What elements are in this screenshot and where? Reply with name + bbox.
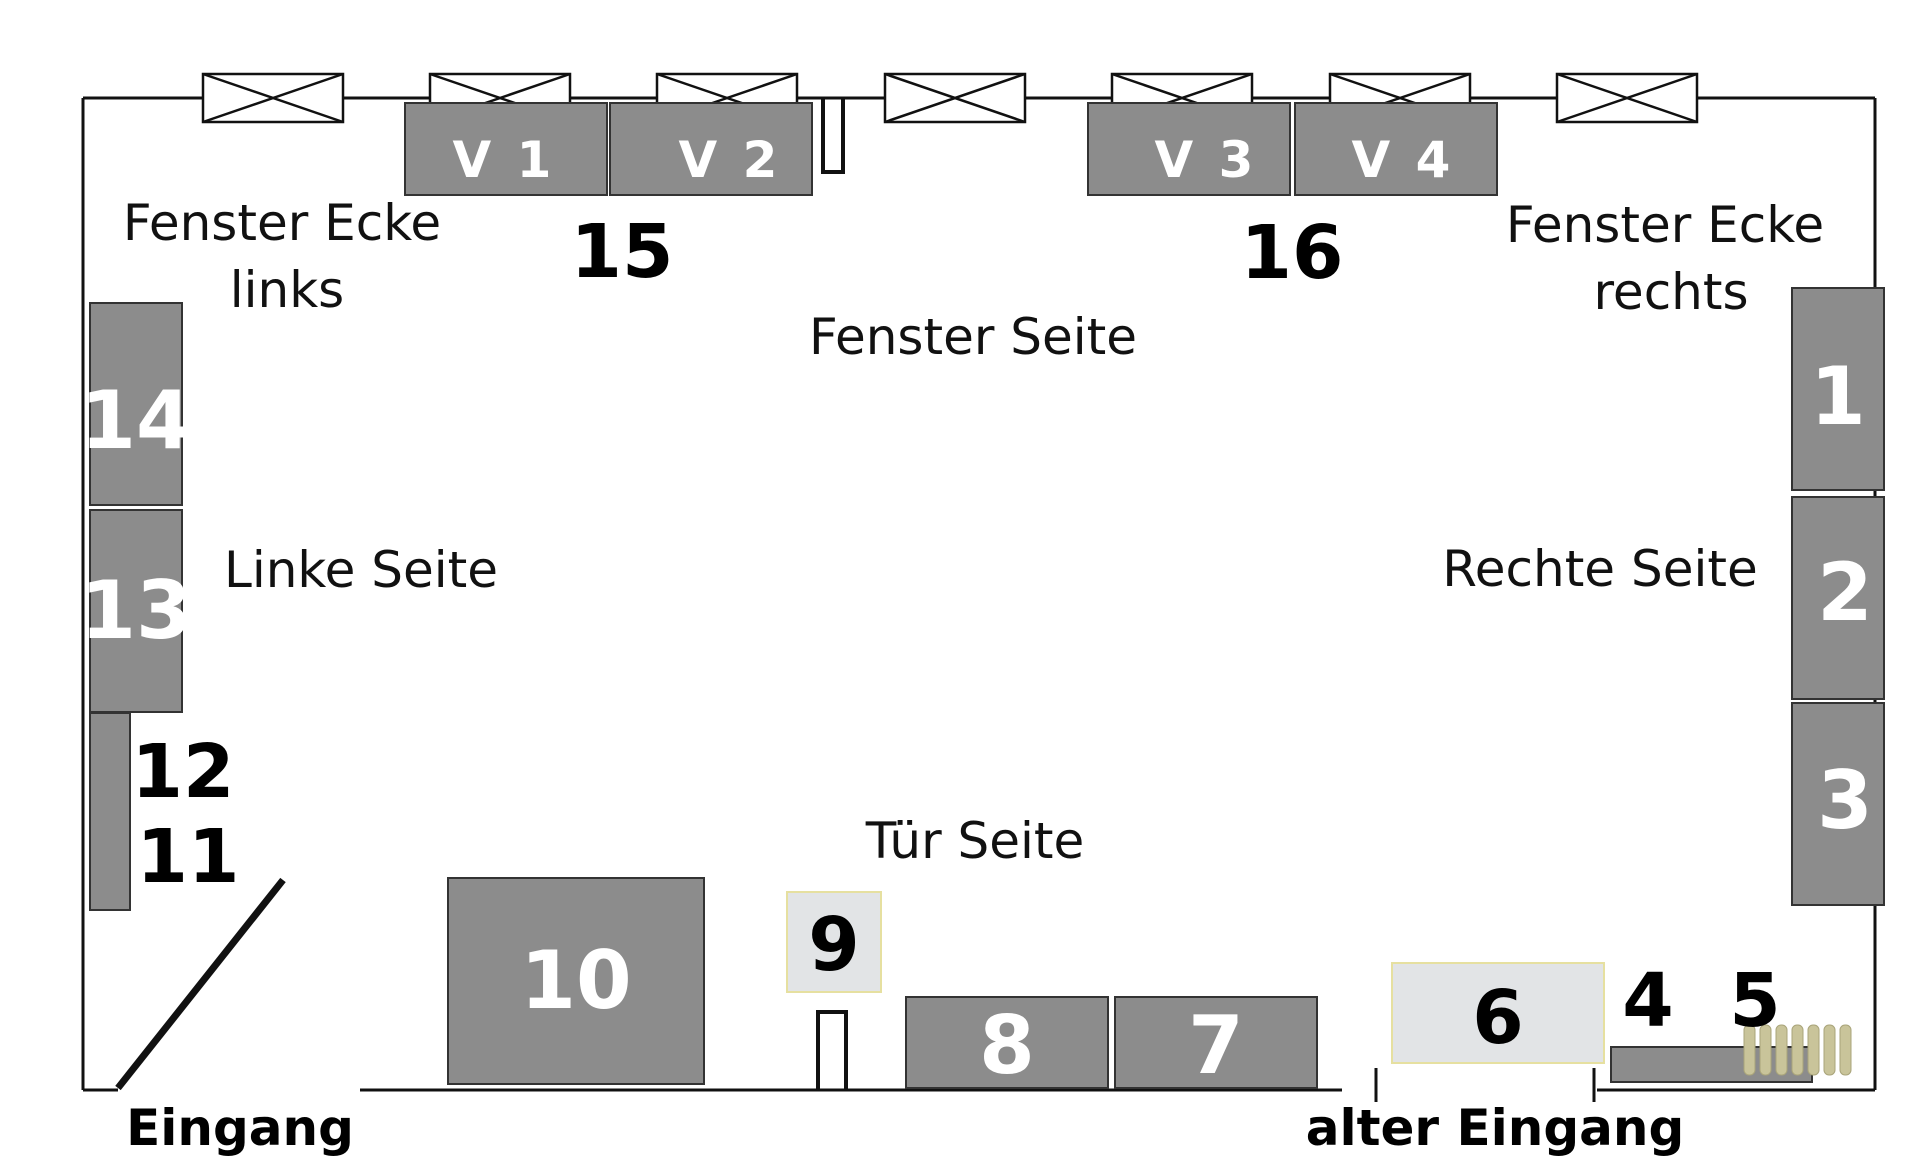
window-4 bbox=[883, 72, 1027, 124]
station-8[interactable] bbox=[905, 996, 1109, 1089]
station-v1[interactable] bbox=[404, 102, 608, 196]
station-11-12[interactable] bbox=[89, 712, 131, 911]
label-2: 2 bbox=[1817, 546, 1873, 639]
station-10[interactable] bbox=[447, 877, 705, 1085]
label-right-side: Rechte Seite bbox=[1442, 540, 1757, 598]
label-5: 5 bbox=[1729, 958, 1781, 1044]
label-left-side: Linke Seite bbox=[224, 541, 498, 599]
window-1 bbox=[201, 72, 345, 124]
station-1[interactable] bbox=[1791, 287, 1885, 491]
pillar-bottom bbox=[816, 1010, 848, 1090]
label-v3: V 3 bbox=[1155, 131, 1258, 189]
label-3: 3 bbox=[1817, 754, 1873, 847]
station-7[interactable] bbox=[1114, 996, 1318, 1089]
label-window-side: Fenster Seite bbox=[809, 308, 1137, 366]
furniture bbox=[89, 102, 1885, 1089]
station-2[interactable] bbox=[1791, 496, 1885, 700]
label-v1: V 1 bbox=[453, 131, 556, 189]
label-corner-right-1: Fenster Ecke bbox=[1506, 196, 1824, 254]
label-4: 4 bbox=[1622, 958, 1674, 1044]
station-v2[interactable] bbox=[609, 102, 813, 196]
label-7: 7 bbox=[1188, 999, 1244, 1092]
label-v4: V 4 bbox=[1352, 131, 1455, 189]
label-10: 10 bbox=[520, 934, 631, 1027]
label-entrance: Eingang bbox=[126, 1099, 354, 1157]
radiator bbox=[1743, 1024, 1852, 1076]
label-15: 15 bbox=[571, 209, 674, 295]
station-6[interactable] bbox=[1391, 962, 1605, 1064]
label-corner-left-2: links bbox=[230, 261, 344, 319]
station-13[interactable] bbox=[89, 509, 183, 713]
label-v2: V 2 bbox=[679, 131, 782, 189]
label-14: 14 bbox=[80, 374, 191, 467]
label-door-side: Tür Seite bbox=[865, 812, 1085, 870]
pillar-top bbox=[821, 98, 845, 174]
label-8: 8 bbox=[979, 999, 1035, 1092]
label-corner-left-1: Fenster Ecke bbox=[123, 194, 441, 252]
label-13: 13 bbox=[80, 564, 191, 657]
station-3[interactable] bbox=[1791, 702, 1885, 906]
station-14[interactable] bbox=[89, 302, 183, 506]
station-9[interactable] bbox=[786, 891, 882, 993]
label-12: 12 bbox=[132, 729, 235, 815]
entrance-door[interactable] bbox=[115, 877, 286, 1091]
label-9: 9 bbox=[808, 902, 860, 988]
label-6: 6 bbox=[1472, 975, 1524, 1061]
label-old-entrance: alter Eingang bbox=[1306, 1099, 1685, 1157]
label-11: 11 bbox=[137, 814, 240, 900]
label-1: 1 bbox=[1810, 350, 1866, 443]
window-7 bbox=[1555, 72, 1699, 124]
station-v4[interactable] bbox=[1294, 102, 1498, 196]
label-16: 16 bbox=[1241, 210, 1344, 296]
label-corner-right-2: rechts bbox=[1593, 263, 1748, 321]
station-v3[interactable] bbox=[1087, 102, 1291, 196]
